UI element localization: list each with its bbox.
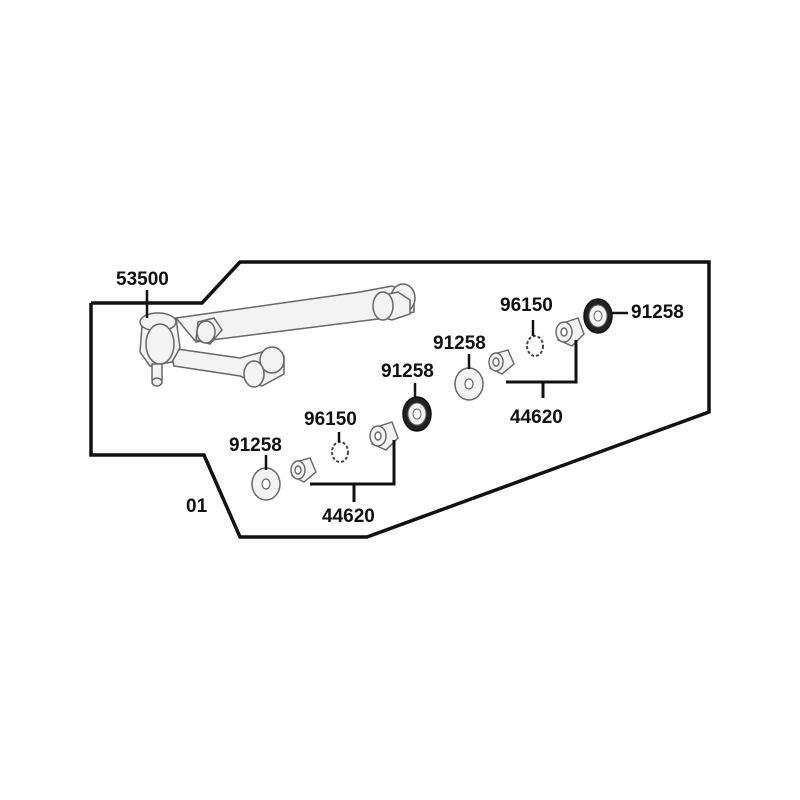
group-boundary	[89, 260, 711, 539]
label-bush-set-left: 44620	[322, 506, 375, 527]
label-washer-left: 91258	[229, 435, 282, 456]
washer-right-illustration	[454, 367, 484, 401]
label-bush-set-right: 44620	[510, 407, 563, 428]
label-circlip-right: 96150	[500, 295, 553, 316]
label-circlip-left: 96150	[304, 409, 357, 430]
circlip-right-illustration	[526, 335, 544, 357]
circlip-left-illustration	[331, 441, 349, 463]
seal-right-illustration	[583, 298, 613, 334]
label-washer-right: 91258	[433, 333, 486, 354]
bush-left-small-illustration	[290, 457, 317, 483]
washer-left-illustration	[251, 467, 281, 501]
label-seal-middle: 91258	[381, 361, 434, 382]
label-seal-right: 91258	[631, 302, 684, 323]
bush-right-large-illustration	[555, 317, 585, 347]
steering-arm-illustration	[139, 283, 416, 388]
bracket-bush-set-left	[310, 440, 396, 486]
bush-left-large-illustration	[369, 421, 399, 451]
label-group-number: 01	[186, 496, 208, 517]
label-steering-arm: 53500	[116, 269, 169, 290]
bracket-bush-set-right	[506, 340, 578, 384]
bush-right-small-illustration	[488, 349, 515, 375]
seal-middle-illustration	[402, 396, 432, 432]
